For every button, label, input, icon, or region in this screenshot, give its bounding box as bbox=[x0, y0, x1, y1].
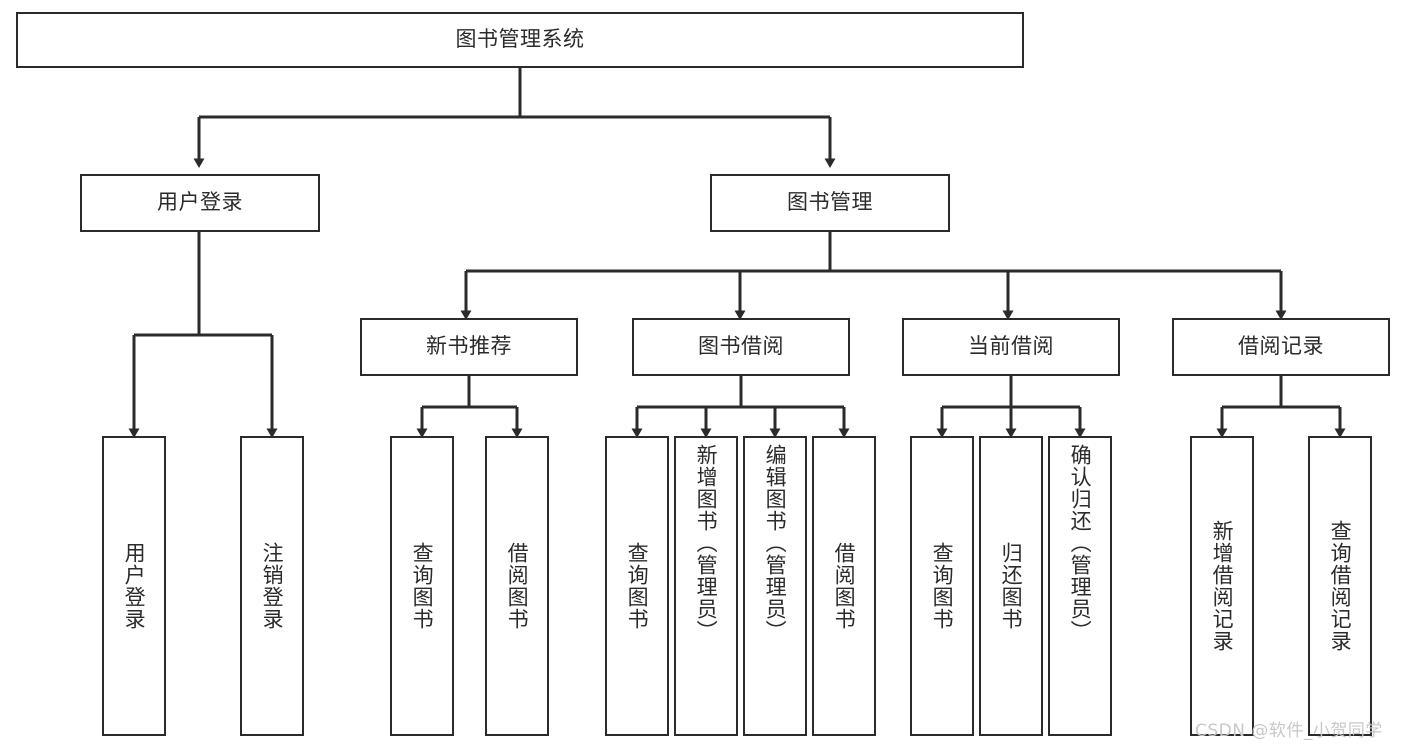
leaf-borrow-add-book-admin[interactable]: 新增图书（管理员） bbox=[674, 436, 738, 736]
leaf-new-book-borrow[interactable]: 借阅图书 bbox=[485, 436, 549, 736]
leaf-borrow-query-book[interactable]: 查询图书 bbox=[605, 436, 669, 736]
leaf-user-login-signin[interactable]: 用户登录 bbox=[102, 436, 166, 736]
leaf-new-book-query[interactable]: 查询图书 bbox=[390, 436, 454, 736]
leaf-records-query-record[interactable]: 查询借阅记录 bbox=[1308, 436, 1372, 736]
csdn-watermark: CSDN @软件_小贺同学 bbox=[1195, 721, 1383, 741]
leaf-user-login-signout[interactable]: 注销登录 bbox=[240, 436, 304, 736]
node-borrow-records[interactable]: 借阅记录 bbox=[1172, 318, 1390, 376]
leaf-borrow-edit-book-admin[interactable]: 编辑图书（管理员） bbox=[743, 436, 807, 736]
leaf-current-query-book[interactable]: 查询图书 bbox=[910, 436, 974, 736]
node-book-management[interactable]: 图书管理 bbox=[710, 174, 950, 232]
leaf-borrow-borrow-book[interactable]: 借阅图书 bbox=[812, 436, 876, 736]
node-new-book-recommend[interactable]: 新书推荐 bbox=[360, 318, 578, 376]
leaf-current-return-book[interactable]: 归还图书 bbox=[979, 436, 1043, 736]
node-book-borrow[interactable]: 图书借阅 bbox=[632, 318, 850, 376]
leaf-current-confirm-return-admin[interactable]: 确认归还（管理员） bbox=[1048, 436, 1112, 736]
node-user-login[interactable]: 用户登录 bbox=[80, 174, 320, 232]
node-current-borrow[interactable]: 当前借阅 bbox=[902, 318, 1120, 376]
leaf-records-add-record[interactable]: 新增借阅记录 bbox=[1190, 436, 1254, 736]
node-root[interactable]: 图书管理系统 bbox=[16, 12, 1024, 68]
